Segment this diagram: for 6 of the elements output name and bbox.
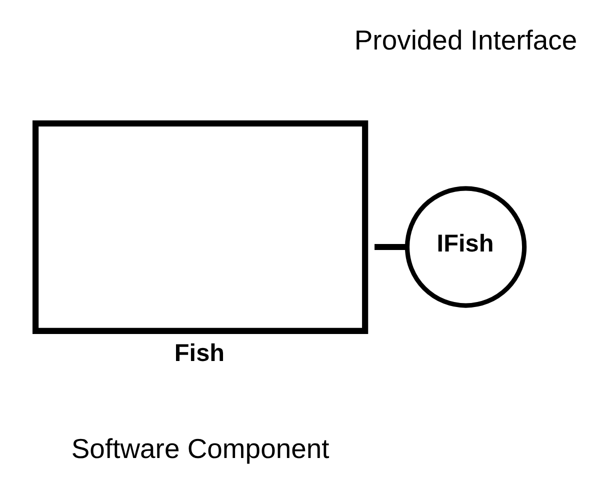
node-box xyxy=(32,120,368,334)
node-circle: IFish xyxy=(404,186,526,308)
connector xyxy=(374,243,407,250)
node-label: Fish xyxy=(174,340,224,367)
label: Software Component xyxy=(70,432,329,464)
label: Provided Interface xyxy=(354,24,577,55)
